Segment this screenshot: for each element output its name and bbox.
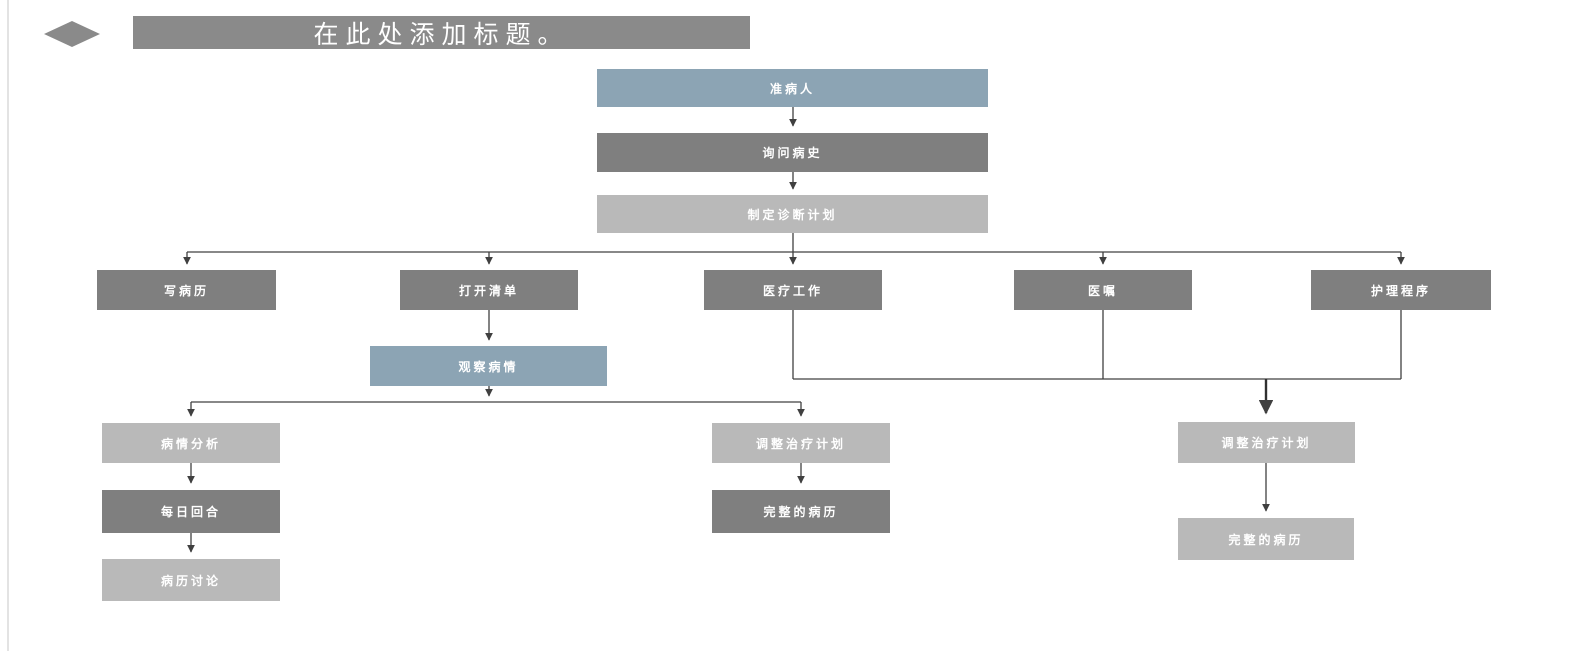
node-label: 医嘱 bbox=[1087, 283, 1118, 298]
flow-node-complete-record-mid[interactable]: 完整的病历 bbox=[712, 490, 890, 533]
node-label: 护理程序 bbox=[1370, 283, 1431, 298]
flow-node-prepare-patient[interactable]: 准病人 bbox=[597, 69, 988, 107]
flow-node-open-list[interactable]: 打开清单 bbox=[400, 270, 578, 310]
flow-node-record-discussion[interactable]: 病历讨论 bbox=[102, 559, 280, 601]
node-label: 观察病情 bbox=[458, 359, 519, 374]
node-label: 打开清单 bbox=[458, 283, 519, 298]
diamond-icon[interactable] bbox=[44, 21, 100, 47]
flow-node-doctor-orders[interactable]: 医嘱 bbox=[1014, 270, 1192, 310]
flow-node-adjust-plan-mid[interactable]: 调整治疗计划 bbox=[712, 423, 890, 463]
slide-title-placeholder[interactable]: 在此处添加标题。 bbox=[133, 16, 750, 49]
flow-node-daily-rounds[interactable]: 每日回合 bbox=[102, 490, 280, 533]
node-label: 准病人 bbox=[769, 81, 815, 96]
flow-node-nursing-procedure[interactable]: 护理程序 bbox=[1311, 270, 1491, 310]
node-label: 完整的病历 bbox=[763, 505, 839, 519]
node-label: 每日回合 bbox=[160, 505, 221, 519]
flow-node-make-diagnosis-plan[interactable]: 制定诊断计划 bbox=[597, 195, 988, 233]
node-label: 病历讨论 bbox=[160, 573, 221, 588]
flow-node-write-record[interactable]: 写病历 bbox=[97, 270, 276, 310]
node-label: 调整治疗计划 bbox=[1221, 436, 1312, 450]
node-label: 调整治疗计划 bbox=[755, 436, 846, 451]
flow-node-complete-record-right[interactable]: 完整的病历 bbox=[1178, 518, 1354, 560]
node-label: 询问病史 bbox=[762, 146, 823, 160]
flow-node-medical-work[interactable]: 医疗工作 bbox=[704, 270, 882, 310]
flow-node-adjust-plan-right[interactable]: 调整治疗计划 bbox=[1178, 422, 1355, 463]
node-label: 医疗工作 bbox=[762, 283, 823, 298]
node-label: 完整的病历 bbox=[1228, 532, 1304, 547]
flow-node-condition-analysis[interactable]: 病情分析 bbox=[102, 423, 280, 463]
flow-node-ask-history[interactable]: 询问病史 bbox=[597, 133, 988, 172]
flow-node-observe-condition[interactable]: 观察病情 bbox=[370, 346, 607, 386]
node-label: 写病历 bbox=[163, 283, 209, 298]
node-label: 病情分析 bbox=[160, 436, 221, 451]
slide-title-text: 在此处添加标题。 bbox=[313, 19, 570, 49]
node-label: 制定诊断计划 bbox=[747, 207, 838, 222]
slide-left-edge-line bbox=[7, 0, 9, 651]
